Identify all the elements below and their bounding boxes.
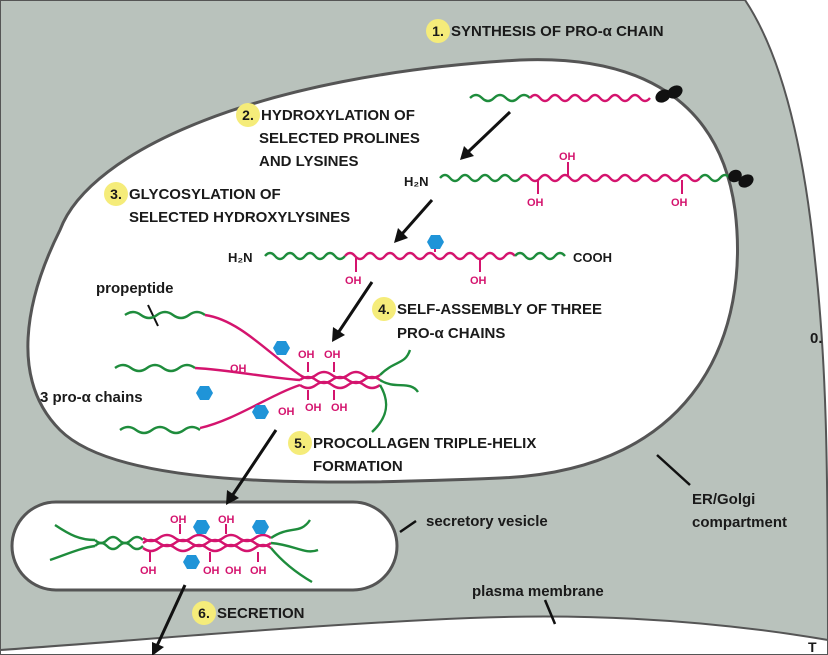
step-4-title-line1: SELF-ASSEMBLY OF THREE: [397, 301, 602, 318]
er-golgi-label-line1: ER/Golgi: [692, 491, 755, 508]
step-4-title-line2: PRO-α CHAINS: [397, 325, 505, 342]
hydroxyl-label: OH: [331, 402, 348, 414]
step-5-title-line2: FORMATION: [313, 458, 403, 475]
step-2-title-line3: AND LYSINES: [259, 153, 358, 170]
hydroxyl-label: OH: [345, 275, 362, 287]
step-2-title-line1: HYDROXYLATION OF: [261, 107, 415, 124]
hydroxyl-label: OH: [298, 349, 315, 361]
sugar-hexagon-icon: [193, 520, 210, 534]
vesicle-leader: [399, 519, 417, 534]
step-6-title: SECRETION: [217, 605, 305, 622]
ribosome-icon: [728, 169, 742, 183]
process-arrows: [152, 110, 512, 655]
ribosome-icon: [655, 89, 671, 103]
sugar-hexagon-icon: [273, 341, 290, 355]
propeptide-leader: [147, 304, 159, 327]
procollagen-in-vesicle: [49, 519, 319, 584]
chain1-collagen-domain: [529, 93, 651, 103]
assembling-chains: [114, 310, 419, 435]
step-1-title: SYNTHESIS OF PRO-α CHAIN: [451, 23, 664, 40]
pro-alpha-chains-label: 3 pro-α chains: [40, 389, 143, 406]
chain2-collagen-domain: [519, 173, 701, 183]
amino-terminus-label: H₂N: [404, 174, 429, 189]
chain3-n-propeptide: [264, 251, 346, 261]
hydroxyl-label: OH: [140, 565, 157, 577]
hydroxyl-label: OH: [324, 349, 341, 361]
sugar-hexagon-icon: [252, 405, 269, 419]
step-3-badge: [104, 182, 128, 206]
er-golgi-leader: [656, 454, 691, 486]
extracellular-space: [0, 615, 828, 655]
step-6-number: 6.: [198, 605, 210, 621]
step-2-number: 2.: [242, 107, 254, 123]
propeptide-label: propeptide: [96, 280, 174, 297]
sugar-hexagon-icon: [252, 520, 269, 534]
chain2-c-propeptide: [699, 173, 731, 183]
step-3-number: 3.: [110, 186, 122, 202]
hydroxyl-label: OH: [230, 363, 247, 375]
hydroxyl-label: OH: [203, 565, 220, 577]
hydroxyl-label: OH: [170, 514, 187, 526]
sugar-hexagon-icon: [183, 555, 200, 569]
hydroxyl-label: OH: [559, 151, 576, 163]
step-3-title-line2: SELECTED HYDROXYLYSINES: [129, 209, 350, 226]
chain3-collagen-domain: [344, 251, 516, 261]
step-2-title-line2: SELECTED PROLINES: [259, 130, 420, 147]
step-3-title-line1: GLYCOSYLATION OF: [129, 186, 281, 203]
step-4-number: 4.: [378, 301, 390, 317]
step-5-badge: [288, 431, 312, 455]
step-6-badge: [192, 601, 216, 625]
hydroxyl-label: OH: [305, 402, 322, 414]
hydroxyl-label: OH: [278, 406, 295, 418]
er-golgi-label-line2: compartment: [692, 514, 787, 531]
carboxyl-terminus-label: COOH: [573, 250, 612, 265]
chain3-c-propeptide: [514, 251, 566, 261]
step-4-badge: [372, 297, 396, 321]
sugar-hexagon-icon: [427, 235, 444, 249]
hydroxyl-label: OH: [671, 197, 688, 209]
sugar-hexagon-icon: [196, 386, 213, 400]
edge-fragment-text: 0.: [810, 330, 823, 347]
edge-fragment-bottom-text: T: [808, 639, 817, 655]
chain2-n-propeptide: [439, 173, 521, 183]
plasma-membrane-leader: [543, 599, 557, 625]
ribosome-icon: [738, 174, 754, 188]
plasma-membrane-label: plasma membrane: [472, 583, 604, 600]
hydroxyl-label: OH: [225, 565, 242, 577]
step-2-badge: [236, 103, 260, 127]
hydroxyl-label: OH: [527, 197, 544, 209]
hydroxyl-label: OH: [470, 275, 487, 287]
step-5-number: 5.: [294, 435, 306, 451]
hydroxyl-label: OH: [218, 514, 235, 526]
step-1-badge: [426, 19, 450, 43]
er-golgi-lumen: [26, 58, 739, 484]
amino-terminus-label: H₂N: [228, 250, 253, 265]
ribosome-icon: [667, 85, 683, 99]
step-5-title-line1: PROCOLLAGEN TRIPLE-HELIX: [313, 435, 536, 452]
step-1-number: 1.: [432, 23, 444, 39]
secretory-vesicle-label: secretory vesicle: [426, 513, 548, 530]
chain1-n-terminal: [469, 93, 531, 103]
hydroxyl-label: OH: [250, 565, 267, 577]
